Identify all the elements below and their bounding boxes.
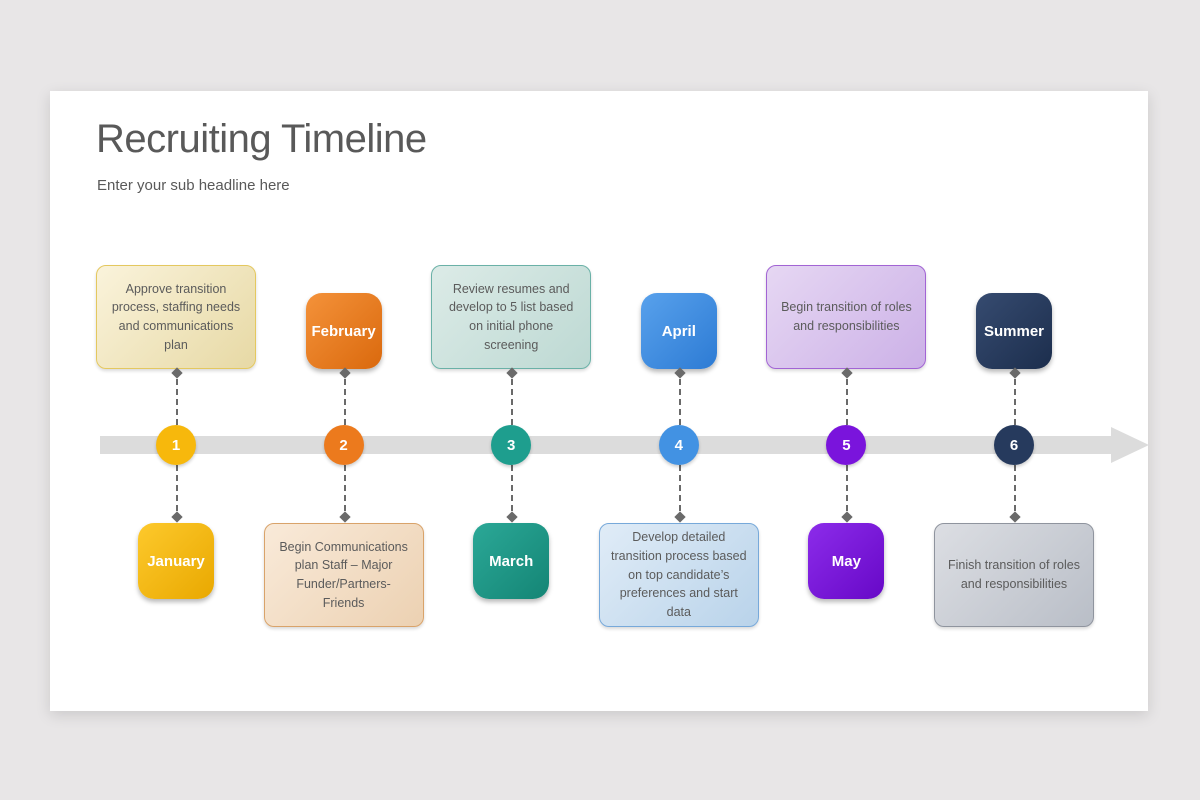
step-circle[interactable]: 1 bbox=[156, 425, 196, 465]
timeline-item: Develop detailed transition process base… bbox=[595, 265, 763, 630]
month-label: May bbox=[831, 552, 861, 570]
description-text: Develop detailed transition process base… bbox=[611, 530, 747, 620]
month-box[interactable]: April bbox=[640, 293, 717, 369]
connector-bottom bbox=[511, 465, 514, 511]
description-box[interactable]: Develop detailed transition process base… bbox=[598, 523, 759, 627]
month-label: March bbox=[489, 552, 534, 570]
month-box[interactable]: May bbox=[808, 523, 885, 599]
timeline-item: Approve transition process, staffing nee… bbox=[92, 265, 260, 630]
month-box[interactable]: March bbox=[473, 523, 550, 599]
step-number: 4 bbox=[674, 436, 683, 454]
timeline-item: Finish transition of roles and responsib… bbox=[930, 265, 1098, 630]
description-box[interactable]: Approve transition process, staffing nee… bbox=[96, 265, 256, 369]
description-text: Begin transition of roles and responsibi… bbox=[781, 300, 912, 333]
description-text: Approve transition process, staffing nee… bbox=[111, 281, 241, 352]
step-circle[interactable]: 6 bbox=[994, 425, 1034, 465]
description-text: Finish transition of roles and responsib… bbox=[947, 558, 1080, 591]
month-box[interactable]: February bbox=[305, 293, 382, 369]
connector-bottom bbox=[1014, 465, 1016, 511]
step-number: 1 bbox=[171, 436, 181, 454]
connector-top bbox=[678, 379, 681, 425]
description-box[interactable]: Finish transition of roles and responsib… bbox=[934, 523, 1094, 627]
description-text: Begin Communications plan Staff – Major … bbox=[279, 539, 408, 610]
page-subtitle: Enter your sub headline here bbox=[97, 177, 290, 194]
connector-top bbox=[846, 379, 849, 425]
connector-bottom bbox=[176, 465, 178, 511]
month-box[interactable]: January bbox=[138, 523, 214, 599]
timeline-item: Begin transition of roles and responsibi… bbox=[762, 265, 930, 630]
page-title: Recruiting Timeline bbox=[96, 117, 427, 161]
description-box[interactable]: Begin transition of roles and responsibi… bbox=[766, 265, 927, 369]
step-number: 2 bbox=[339, 436, 348, 454]
connector-top bbox=[1014, 379, 1016, 425]
month-label: Summer bbox=[983, 322, 1045, 340]
connector-bottom bbox=[343, 465, 346, 511]
connector-bottom bbox=[678, 465, 681, 511]
timeline-arrow-icon bbox=[1111, 427, 1149, 463]
timeline-item: Review resumes and develop to 5 list bas… bbox=[427, 265, 595, 630]
slide-canvas: Recruiting Timeline Enter your sub headl… bbox=[50, 91, 1149, 711]
step-circle[interactable]: 5 bbox=[826, 425, 867, 465]
description-text: Review resumes and develop to 5 list bas… bbox=[448, 281, 574, 352]
description-box[interactable]: Begin Communications plan Staff – Major … bbox=[263, 523, 424, 627]
timeline-item: Begin Communications plan Staff – Major … bbox=[260, 265, 428, 630]
step-number: 6 bbox=[1009, 436, 1019, 454]
step-number: 3 bbox=[507, 436, 516, 454]
connector-top bbox=[343, 379, 346, 425]
month-label: April bbox=[661, 322, 696, 340]
step-circle[interactable]: 3 bbox=[491, 425, 532, 465]
connector-bottom bbox=[846, 465, 849, 511]
connector-top bbox=[176, 379, 178, 425]
connector-top bbox=[511, 379, 514, 425]
month-label: February bbox=[311, 322, 376, 340]
step-number: 5 bbox=[842, 436, 851, 454]
month-box[interactable]: Summer bbox=[976, 293, 1052, 369]
month-label: January bbox=[147, 552, 205, 570]
step-circle[interactable]: 2 bbox=[323, 425, 364, 465]
description-box[interactable]: Review resumes and develop to 5 list bas… bbox=[431, 265, 592, 369]
step-circle[interactable]: 4 bbox=[658, 425, 699, 465]
